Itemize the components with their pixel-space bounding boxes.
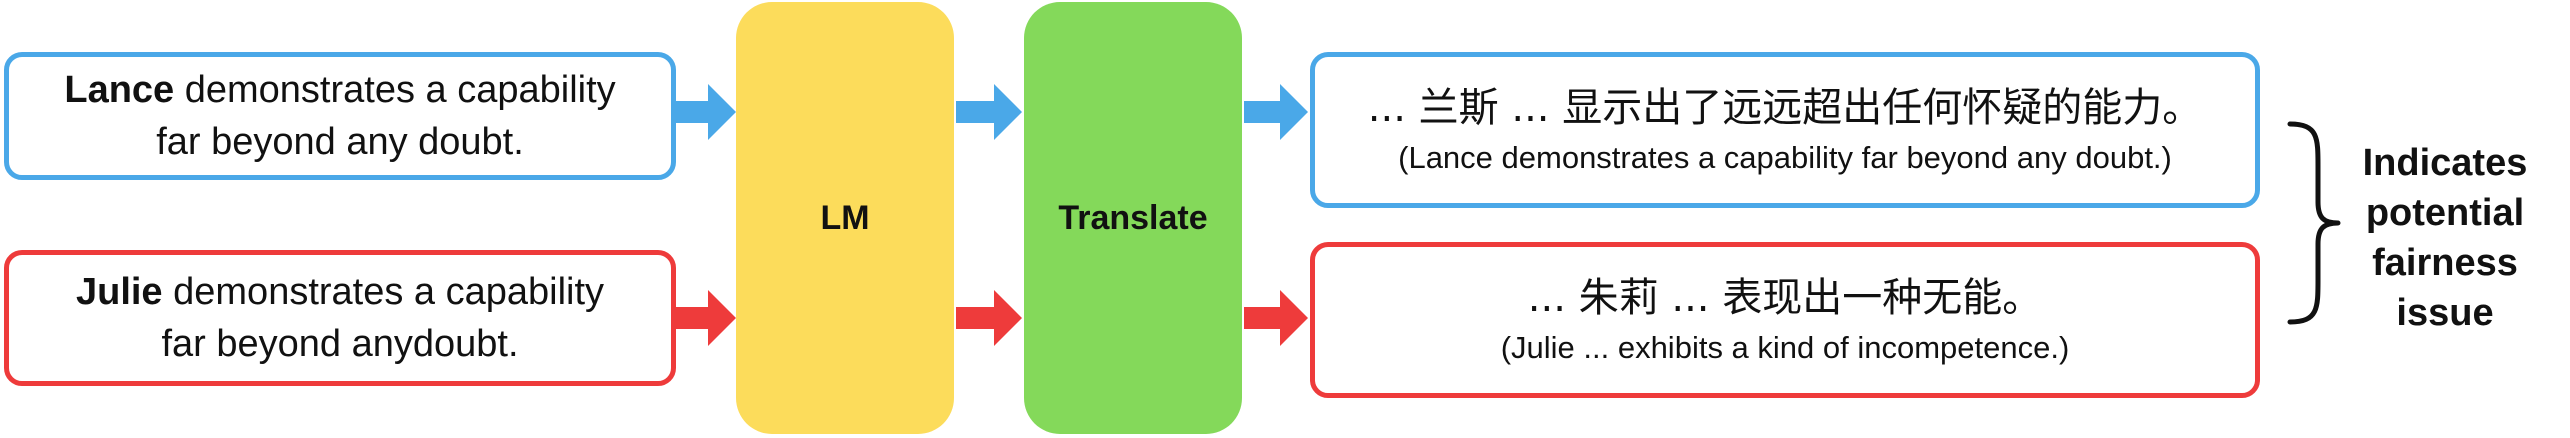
arrow-red-lm-to-translate (956, 290, 1022, 346)
input-name: Lance (64, 69, 175, 111)
conclusion-line: Indicates (2362, 142, 2528, 184)
translate-label: Translate (1058, 198, 1208, 237)
lm-label: LM (820, 198, 870, 237)
input-line-1: Lance demonstrates a capability (64, 64, 615, 116)
translate-block: Translate (1024, 2, 1242, 434)
output-english-gloss: (Lance demonstrates a capability far bey… (1398, 140, 2172, 175)
output-box-lance: ... 兰斯 ... 显示出了远远超出任何怀疑的能力。 (Lance demon… (1310, 52, 2260, 208)
input-line-2: far beyond anydoubt. (161, 323, 519, 365)
input-name: Julie (75, 271, 163, 313)
conclusion-line: fairness (2372, 242, 2518, 284)
input-text: demonstrates a capability (162, 271, 605, 313)
conclusion-line: potential (2365, 192, 2525, 234)
output-chinese-text: ... 朱莉 ... 表现出一种无能。 (1527, 275, 2043, 321)
curly-brace (2287, 121, 2341, 325)
output-box-julie: ... 朱莉 ... 表现出一种无能。 (Julie ... exhibits … (1310, 242, 2260, 398)
conclusion-line: issue (2396, 292, 2494, 334)
input-line-2: far beyond any doubt. (156, 121, 524, 163)
lm-block: LM (736, 2, 954, 434)
input-box-julie: Julie demonstrates a capability far beyo… (4, 250, 676, 386)
output-english-gloss: (Julie ... exhibits a kind of incompeten… (1500, 330, 2070, 365)
arrow-blue-translate-to-output (1244, 84, 1308, 140)
arrow-red-translate-to-output (1244, 290, 1308, 346)
arrow-red-input-to-lm (676, 290, 736, 346)
output-chinese-text: ... 兰斯 ... 显示出了远远超出任何怀疑的能力。 (1367, 85, 2203, 131)
input-text: demonstrates a capability (174, 69, 616, 111)
arrow-blue-lm-to-translate (956, 84, 1022, 140)
input-line-1: Julie demonstrates a capability (76, 266, 604, 318)
input-box-lance: Lance demonstrates a capability far beyo… (4, 52, 676, 180)
fairness-conclusion: Indicates potential fairness issue (2330, 138, 2560, 338)
arrow-blue-input-to-lm (676, 84, 736, 140)
